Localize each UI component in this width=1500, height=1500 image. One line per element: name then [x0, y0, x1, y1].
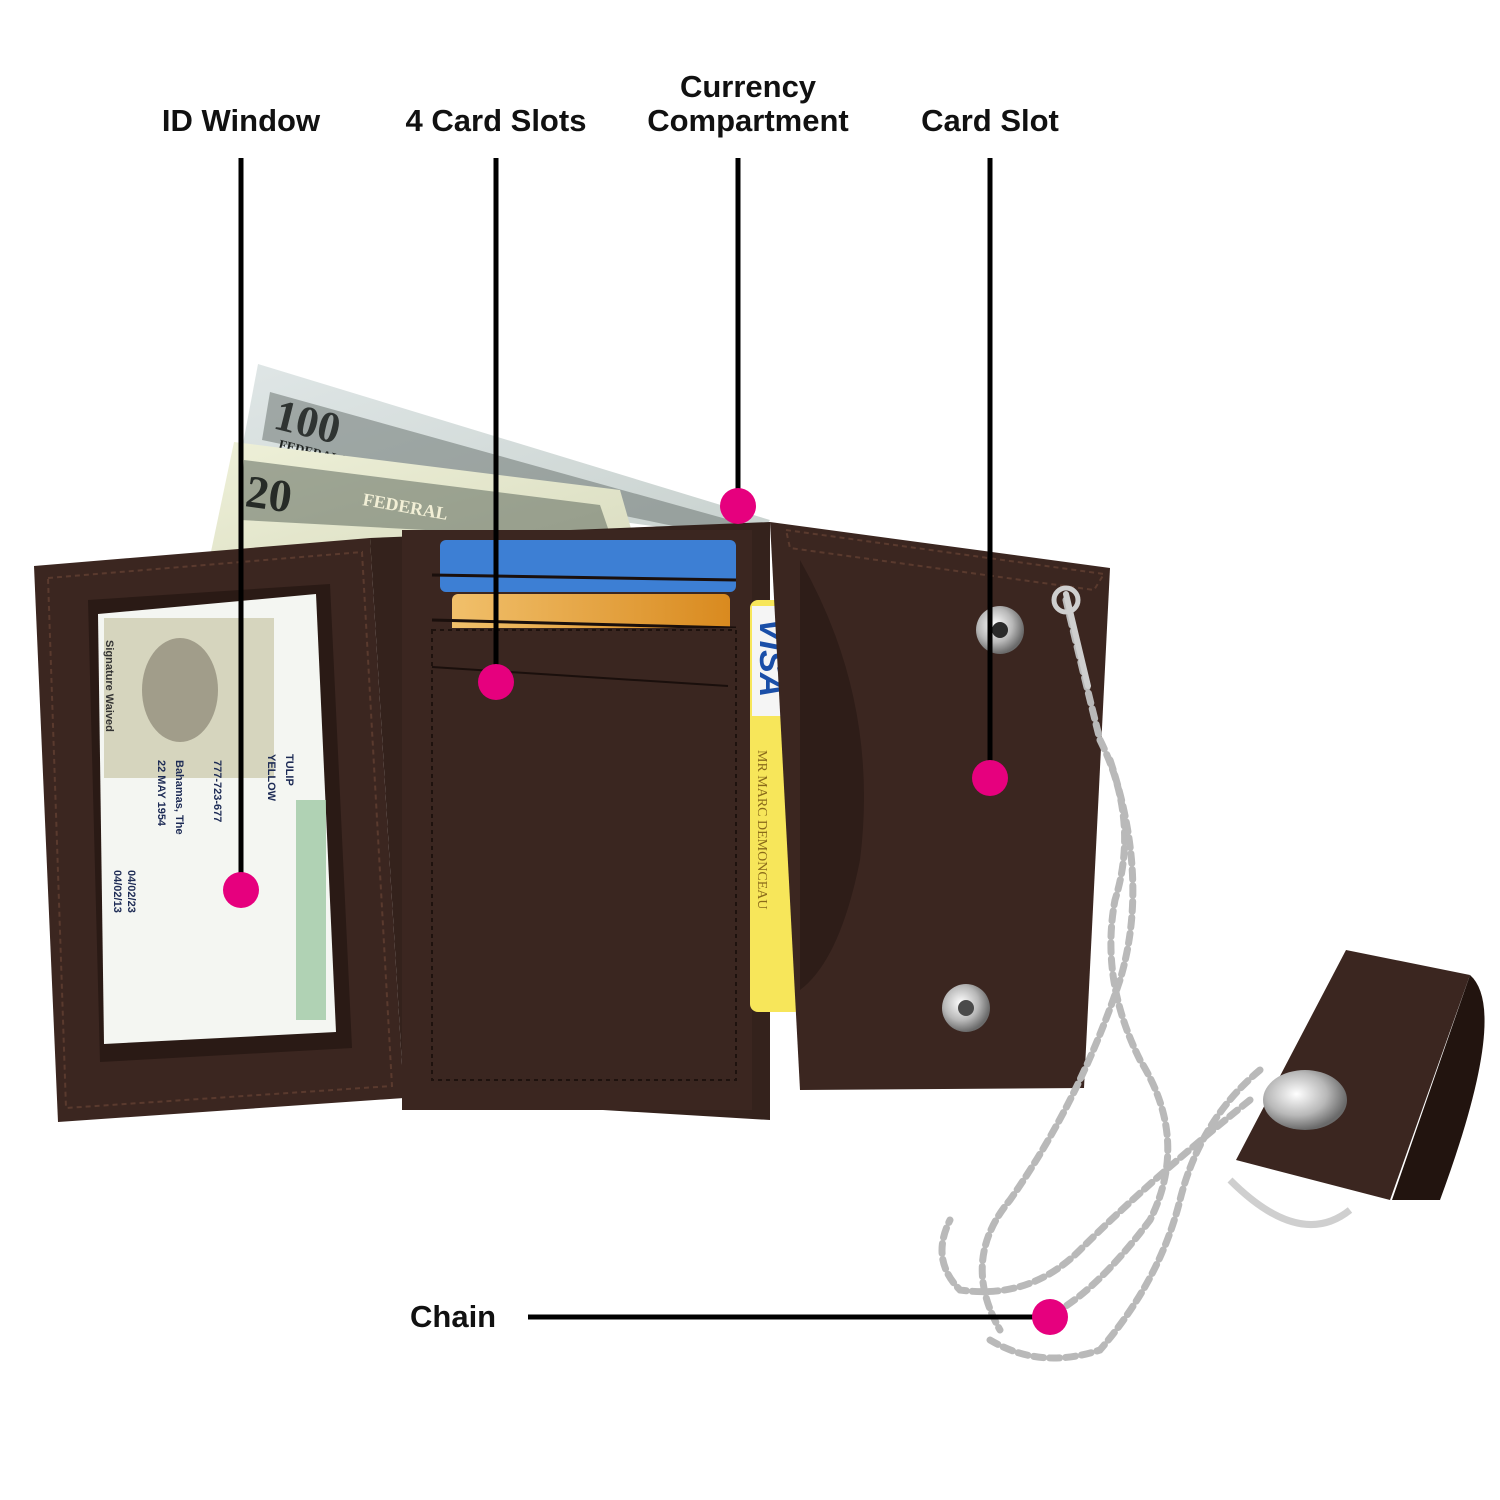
- id-given-name: YELLOW: [265, 754, 277, 802]
- card-slots-marker[interactable]: [478, 664, 514, 700]
- id-surname: TULIP: [283, 754, 295, 786]
- belt-loop-snap: [1263, 1070, 1347, 1130]
- card-slot-label: Card Slot: [921, 103, 1059, 138]
- right-panel: [770, 522, 1110, 1090]
- chain-graphic: [938, 585, 1264, 1362]
- visa-cardholder: MR MARC DEMONCEAU: [754, 750, 769, 909]
- chain-label: Chain: [410, 1299, 497, 1334]
- id-window-marker[interactable]: [223, 872, 259, 908]
- middle-panel: [370, 522, 770, 1120]
- card-slots-label: 4 Card Slots: [405, 103, 587, 138]
- id-window-label: ID Window: [161, 103, 321, 138]
- card-slot-marker[interactable]: [972, 760, 1008, 796]
- id-signature: Signature Waived: [103, 640, 115, 732]
- currency-label-line1: Currency: [679, 69, 817, 104]
- id-expires: 04/02/23: [125, 870, 137, 913]
- id-country: Bahamas, The: [173, 760, 185, 835]
- currency-marker[interactable]: [720, 488, 756, 524]
- left-panel: TULIP YELLOW 777-723-677 Bahamas, The 22…: [34, 538, 404, 1122]
- id-uscis: 777-723-677: [211, 760, 223, 822]
- bill-20-denomination: 20: [243, 465, 296, 522]
- chain-marker[interactable]: [1032, 1299, 1068, 1335]
- id-resident-since: 04/02/13: [111, 870, 123, 913]
- id-dob: 22 MAY 1954: [155, 760, 167, 827]
- belt-loop: [1227, 950, 1485, 1228]
- currency-label-line2: Compartment: [647, 103, 849, 138]
